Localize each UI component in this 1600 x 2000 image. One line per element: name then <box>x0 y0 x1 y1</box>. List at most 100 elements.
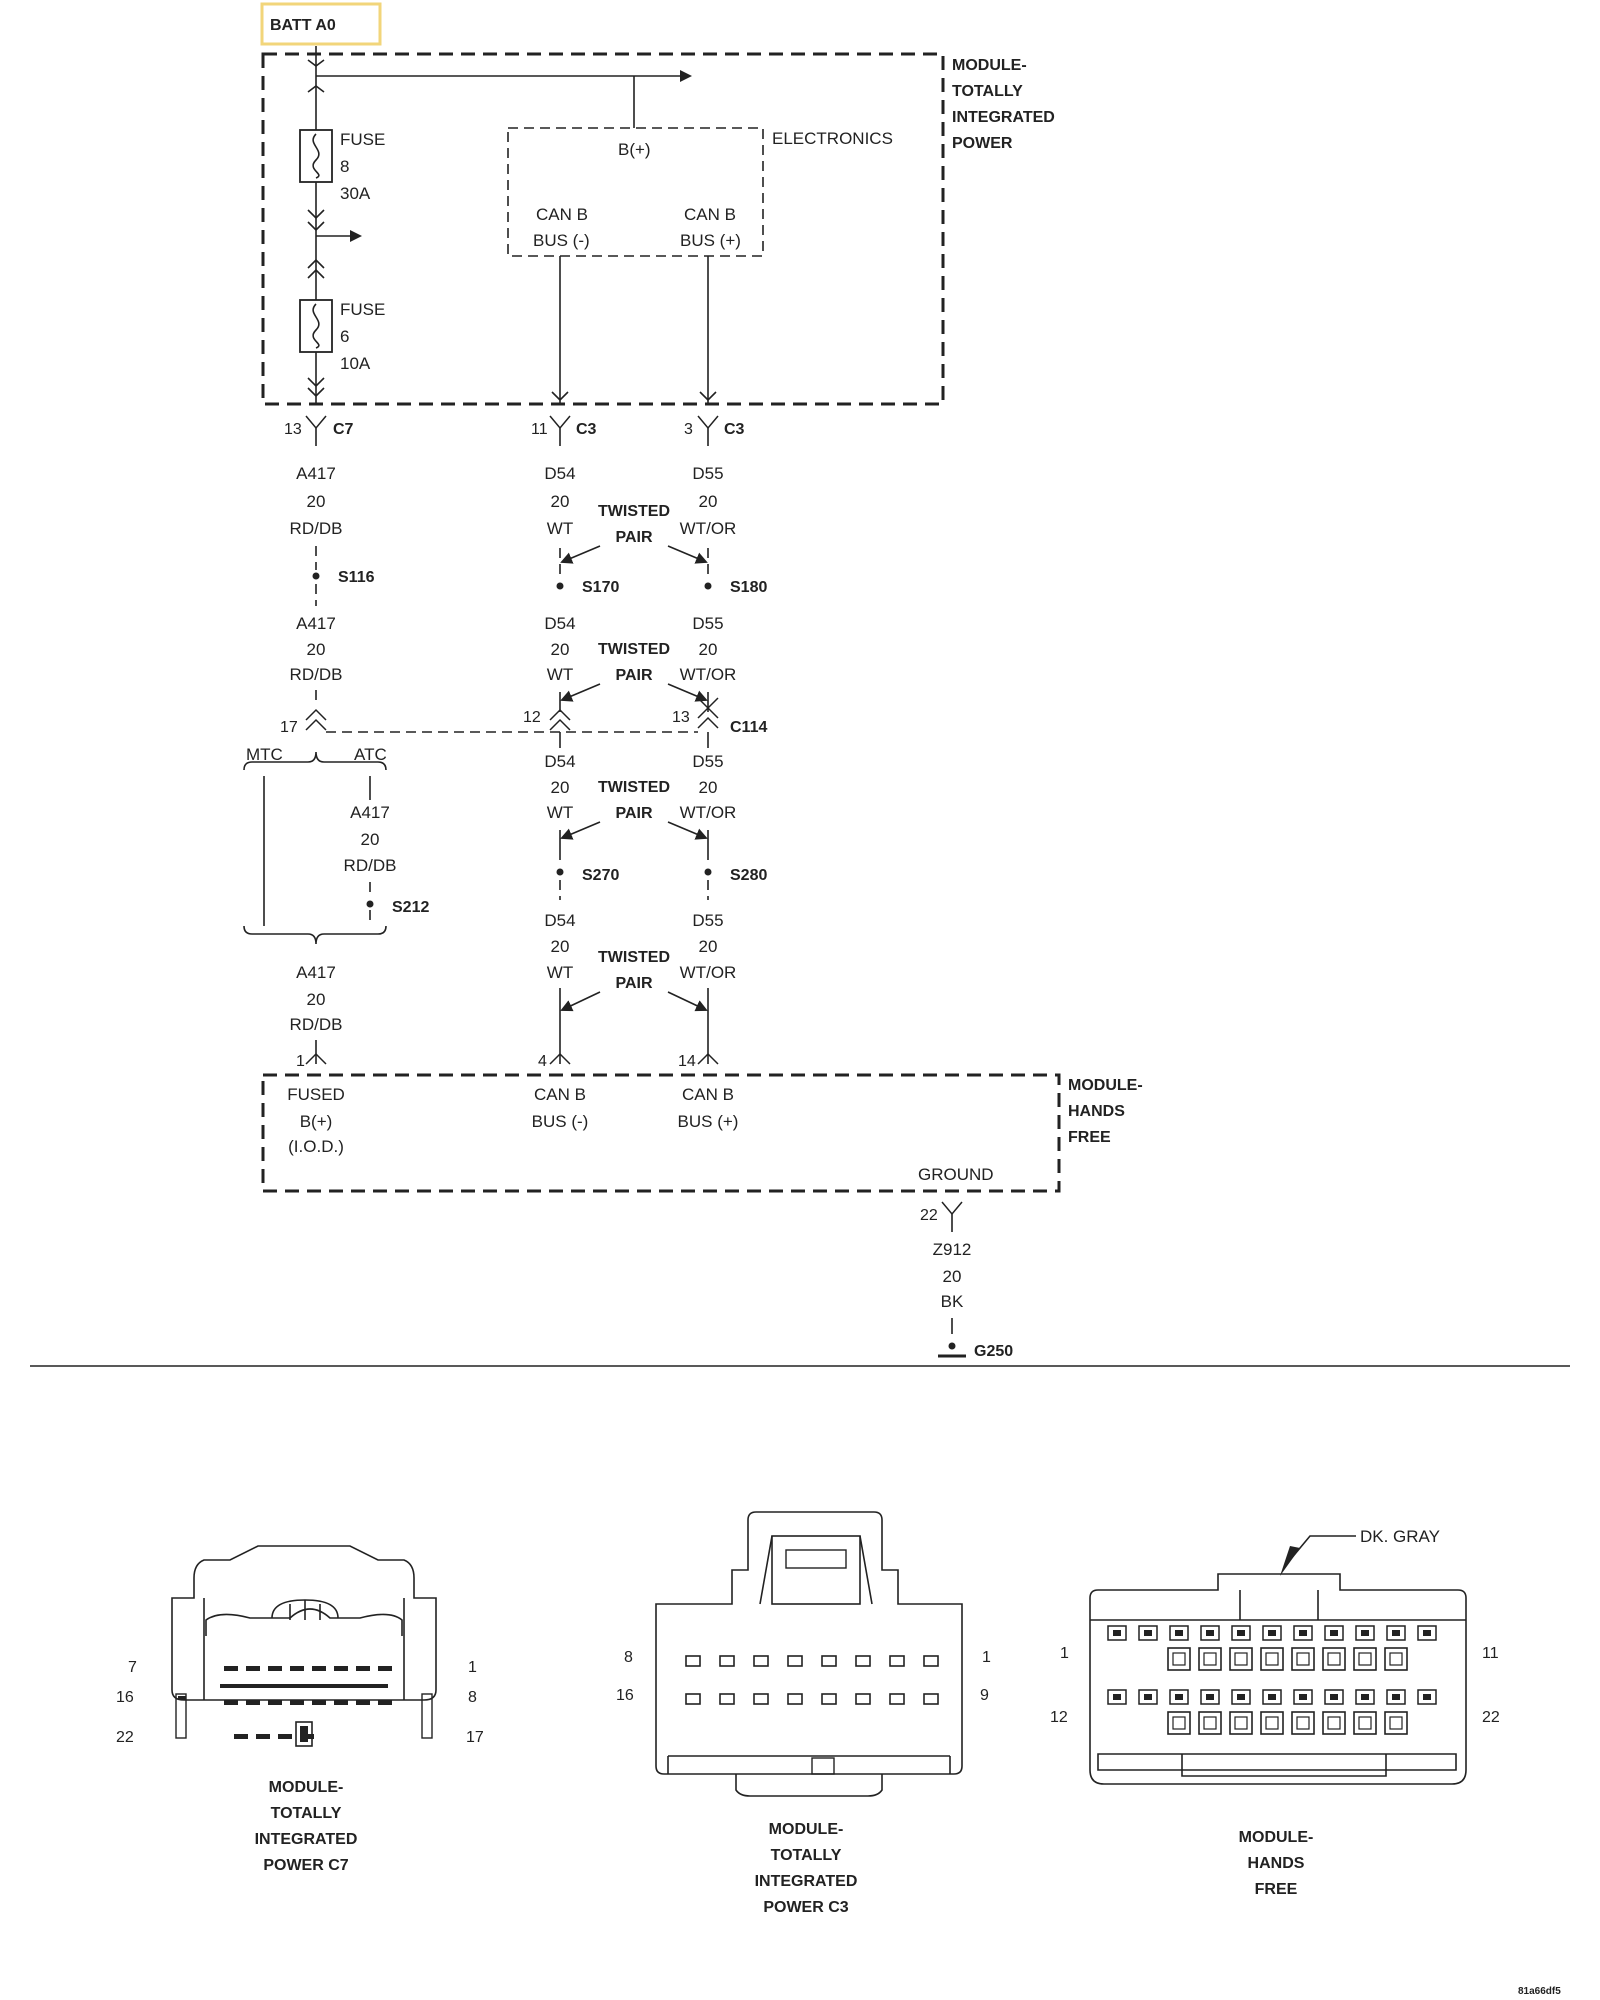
c7-cavity <box>334 1700 348 1705</box>
c3-cavity <box>685 1655 701 1667</box>
c7-label: C7 <box>333 421 354 438</box>
hf-module-box <box>261 1073 1061 1193</box>
fuse-8-rating: 30A <box>340 184 371 203</box>
svg-text:PAIR: PAIR <box>615 667 652 684</box>
svg-text:Z912: Z912 <box>933 1240 972 1259</box>
c3-cavity <box>821 1693 837 1705</box>
c7-cavity <box>278 1734 292 1739</box>
c3-cavity <box>821 1655 837 1667</box>
c7-cavity <box>312 1666 326 1671</box>
svg-text:A417: A417 <box>350 803 390 822</box>
d55-label-2: D55 20 WT/OR <box>680 614 737 684</box>
batt-label: BATT A0 <box>270 17 336 34</box>
hf-cavity <box>1322 1625 1346 1671</box>
c7-cavity <box>246 1666 260 1671</box>
ground-pin-22: 22 <box>920 1207 938 1224</box>
ground-pin <box>941 1201 963 1216</box>
c3-view-pin-8: 8 <box>624 1649 633 1666</box>
svg-text:20: 20 <box>551 492 570 511</box>
g250-label: G250 <box>974 1343 1013 1360</box>
b-plus-label: B(+) <box>618 140 651 159</box>
svg-text:CAN B: CAN B <box>534 1085 586 1104</box>
svg-text:WT: WT <box>547 519 573 538</box>
c7-view-pin-17: 17 <box>466 1729 484 1746</box>
svg-text:A417: A417 <box>296 963 336 982</box>
svg-text:HANDS: HANDS <box>1068 1103 1125 1120</box>
hf-cavity <box>1138 1625 1158 1641</box>
svg-text:D54: D54 <box>544 614 575 633</box>
c114-pin-12: 12 <box>523 709 541 726</box>
hf-view-pin-1: 1 <box>1060 1645 1069 1662</box>
mtc-atc-brace <box>243 751 387 771</box>
c7-cavity <box>256 1734 270 1739</box>
hf-cavity <box>1353 1689 1377 1735</box>
svg-text:BK: BK <box>941 1292 964 1311</box>
canb-plus-top-1: CAN B <box>684 205 736 224</box>
hf-pin-4-label: 4 <box>538 1053 547 1070</box>
splice-s180: S180 <box>730 579 767 596</box>
ground-label: GROUND <box>918 1165 994 1184</box>
hf-fused-label: FUSED B(+) (I.O.D.) <box>287 1085 345 1156</box>
mtc-label: MTC <box>246 745 283 764</box>
hf-pin-14 <box>697 1052 719 1065</box>
hf-cavity <box>1291 1625 1315 1671</box>
c3-cavity <box>753 1693 769 1705</box>
svg-text:MODULE-: MODULE- <box>769 1821 844 1838</box>
fuse-6 <box>299 299 333 353</box>
svg-text:POWER C7: POWER C7 <box>263 1857 348 1874</box>
svg-text:TWISTED: TWISTED <box>598 641 670 658</box>
hf-canb-minus-label: CAN B BUS (-) <box>532 1085 589 1131</box>
d54-label-3: D54 20 WT <box>544 752 575 822</box>
canb-minus-top-2: BUS (-) <box>533 231 590 250</box>
svg-text:HANDS: HANDS <box>1248 1855 1305 1872</box>
hf-cavity <box>1229 1625 1253 1671</box>
splice-s270: S270 <box>582 867 619 884</box>
hf-view-pin-22: 22 <box>1482 1709 1500 1726</box>
c3-cavity <box>889 1693 905 1705</box>
c3-pin-3: 3 <box>684 421 693 438</box>
d54-label-1: D54 20 WT <box>544 464 575 538</box>
svg-text:20: 20 <box>307 990 326 1009</box>
a417-label-atc: A417 20 RD/DB <box>344 803 397 875</box>
svg-text:D55: D55 <box>692 911 723 930</box>
hf-view-caption: MODULE- HANDS FREE <box>1239 1829 1314 1898</box>
svg-text:B(+): B(+) <box>300 1112 333 1131</box>
a417-label-3: A417 20 RD/DB <box>290 963 343 1034</box>
hf-cavity <box>1260 1689 1284 1735</box>
mtc-atc-brace-bottom <box>243 925 387 945</box>
svg-text:20: 20 <box>551 778 570 797</box>
c7-view-pin-16: 16 <box>116 1689 134 1706</box>
a417-label-1: A417 20 RD/DB <box>290 464 343 538</box>
c7-cavity <box>334 1666 348 1671</box>
image-id: 81a66df5 <box>1518 1986 1561 1997</box>
hf-cavity <box>1138 1689 1158 1705</box>
fuse-8-label: FUSE <box>340 130 385 149</box>
hf-cavity <box>1107 1625 1127 1641</box>
svg-text:INTEGRATED: INTEGRATED <box>755 1873 858 1890</box>
c7-cavity <box>224 1700 238 1705</box>
connector-c3-pin-3 <box>697 415 719 446</box>
fuse-6-label: FUSE <box>340 300 385 319</box>
c3-view-pin-16: 16 <box>616 1687 634 1704</box>
c7-cavity <box>234 1734 248 1739</box>
svg-text:D55: D55 <box>692 464 723 483</box>
hf-cavity <box>1107 1689 1127 1705</box>
hf-cavity <box>1384 1625 1408 1671</box>
svg-text:MODULE-: MODULE- <box>1239 1829 1314 1846</box>
connector-hf-view <box>1089 1573 1467 1785</box>
svg-text:20: 20 <box>699 492 718 511</box>
c3-cavity <box>923 1655 939 1667</box>
c7-cavity <box>224 1666 238 1671</box>
c7-cavity <box>290 1666 304 1671</box>
splice-s280: S280 <box>730 867 767 884</box>
hf-color-callout <box>1280 1535 1356 1576</box>
hf-cavity <box>1322 1689 1346 1735</box>
c3-view-pin-1: 1 <box>982 1649 991 1666</box>
svg-text:POWER: POWER <box>952 135 1013 152</box>
splice-s212: S212 <box>392 899 429 916</box>
splice-s116: S116 <box>338 569 375 586</box>
svg-text:A417: A417 <box>296 614 336 633</box>
svg-text:FUSED: FUSED <box>287 1085 345 1104</box>
c3-pin-11: 11 <box>531 421 548 438</box>
svg-text:POWER C3: POWER C3 <box>763 1899 848 1916</box>
